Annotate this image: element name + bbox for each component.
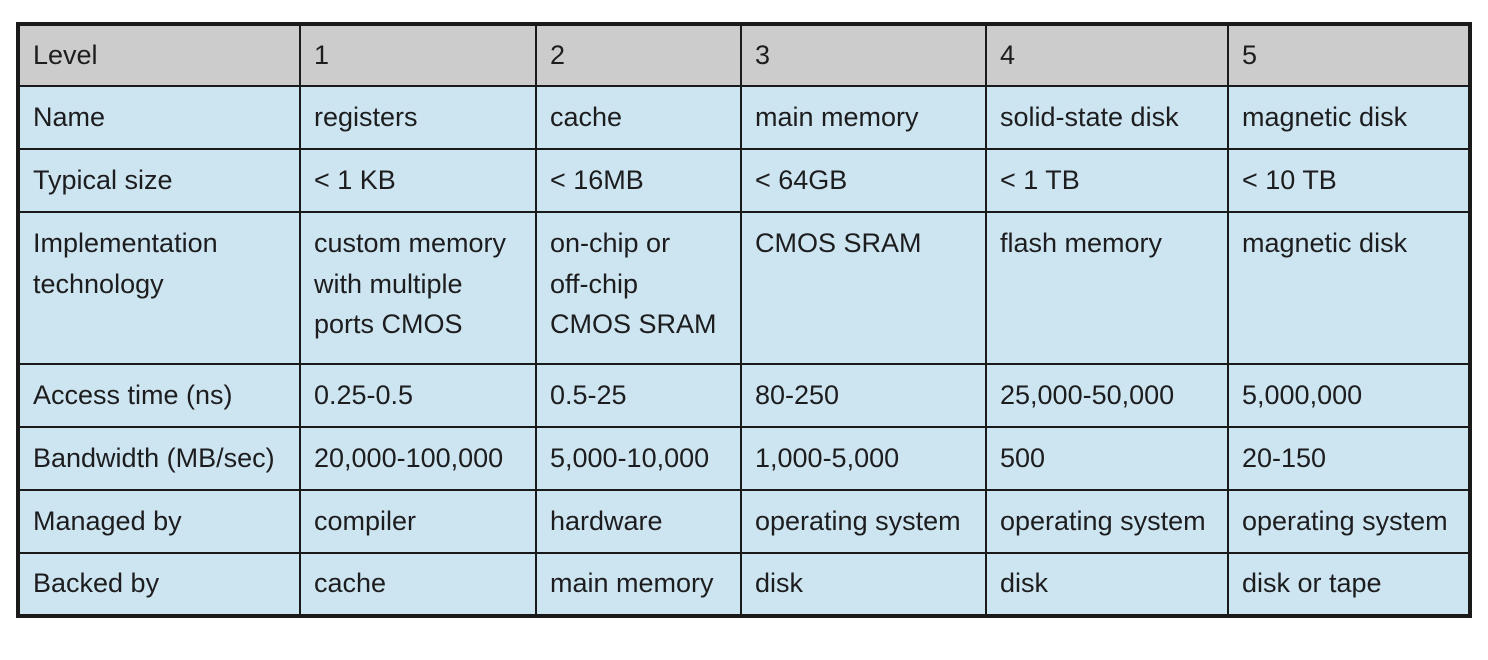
row-label-bandwidth: Bandwidth (MB/sec) (17, 426, 301, 491)
table-cell: 80-250 (740, 363, 987, 428)
table-row-typical-size: Typical size < 1 KB < 16MB < 64GB < 1 TB… (17, 148, 1471, 213)
table-row-bandwidth: Bandwidth (MB/sec) 20,000-100,000 5,000-… (17, 426, 1471, 491)
table-cell: operating system (985, 489, 1229, 554)
table-header-row: Level 1 2 3 4 5 (17, 23, 1471, 87)
row-label-typical-size: Typical size (17, 148, 301, 213)
table-cell: disk or tape (1227, 552, 1471, 617)
row-label-managed-by: Managed by (17, 489, 301, 554)
table-cell: 5,000,000 (1227, 363, 1471, 428)
table-cell: < 10 TB (1227, 148, 1471, 213)
table-cell: 5,000-10,000 (535, 426, 742, 491)
table-cell: main memory (740, 85, 987, 150)
table-cell: disk (740, 552, 987, 617)
table-cell: compiler (299, 489, 537, 554)
header-cell-4: 4 (985, 23, 1229, 87)
header-cell-level: Level (17, 23, 301, 87)
table-cell: 20-150 (1227, 426, 1471, 491)
table-cell: < 1 KB (299, 148, 537, 213)
table-cell: main memory (535, 552, 742, 617)
header-cell-3: 3 (740, 23, 987, 87)
header-cell-5: 5 (1227, 23, 1471, 87)
table-cell: cache (299, 552, 537, 617)
table-cell: magnetic disk (1227, 85, 1471, 150)
table-cell: < 16MB (535, 148, 742, 213)
table-cell: 0.5-25 (535, 363, 742, 428)
table-row-access-time: Access time (ns) 0.25-0.5 0.5-25 80-250 … (17, 363, 1471, 428)
table-cell: solid-state disk (985, 85, 1229, 150)
table-cell: < 1 TB (985, 148, 1229, 213)
table-cell: magnetic disk (1227, 211, 1471, 365)
table-cell: 500 (985, 426, 1229, 491)
table-cell: on-chip or off-chip CMOS SRAM (535, 211, 742, 365)
row-label-implementation-technology: Implementation technology (17, 211, 301, 365)
table-cell: disk (985, 552, 1229, 617)
table-cell: cache (535, 85, 742, 150)
table-cell: 20,000-100,000 (299, 426, 537, 491)
storage-hierarchy-table: Level 1 2 3 4 5 Name registers cache mai… (16, 22, 1472, 618)
table-cell: 0.25-0.5 (299, 363, 537, 428)
table-cell: hardware (535, 489, 742, 554)
header-cell-2: 2 (535, 23, 742, 87)
table-cell: flash memory (985, 211, 1229, 365)
table-cell: 25,000-50,000 (985, 363, 1229, 428)
table-cell: registers (299, 85, 537, 150)
table-cell: < 64GB (740, 148, 987, 213)
table-cell: operating system (740, 489, 987, 554)
table-cell: operating system (1227, 489, 1471, 554)
table-cell: CMOS SRAM (740, 211, 987, 365)
table-row-name: Name registers cache main memory solid-s… (17, 85, 1471, 150)
row-label-name: Name (17, 85, 301, 150)
table-row-implementation-technology: Implementation technology custom memory … (17, 211, 1471, 365)
table-row-backed-by: Backed by cache main memory disk disk di… (17, 552, 1471, 617)
header-cell-1: 1 (299, 23, 537, 87)
table-row-managed-by: Managed by compiler hardware operating s… (17, 489, 1471, 554)
row-label-backed-by: Backed by (17, 552, 301, 617)
table-cell: custom memory with multiple ports CMOS (299, 211, 537, 365)
row-label-access-time: Access time (ns) (17, 363, 301, 428)
table-cell: 1,000-5,000 (740, 426, 987, 491)
